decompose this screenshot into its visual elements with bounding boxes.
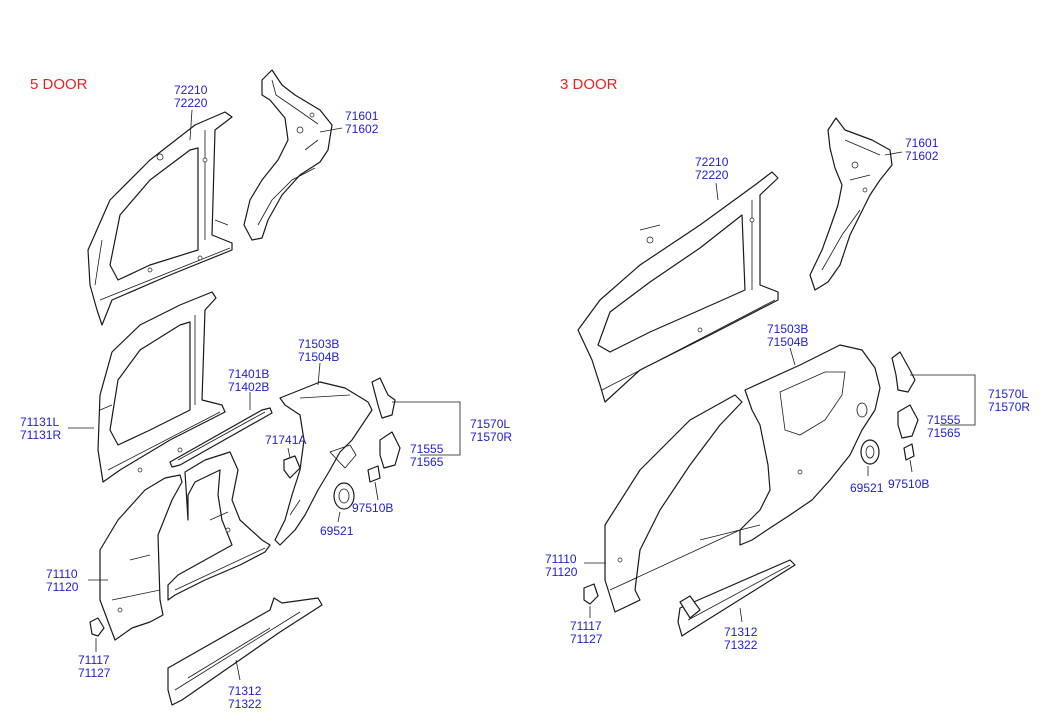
label-71555-5door: 71555: [410, 442, 444, 456]
label-71555-3door: 71555: [927, 413, 961, 427]
label-71601-3door: 71601: [905, 136, 939, 150]
side-inner-panel-5door: [97, 291, 226, 483]
fuel-filler-housing-5door: [333, 482, 355, 510]
label-71322-5door: 71322: [228, 697, 262, 711]
side-outer-panel-3door: [604, 344, 881, 613]
label-71110-5door: 71110: [46, 567, 78, 581]
label-71602-3door: 71602: [905, 149, 939, 163]
bracket-71570-3door: [891, 351, 916, 393]
clip-71741A-5door: [283, 455, 301, 479]
label-69521-3door: 69521: [850, 481, 884, 495]
leader-71601-3door: [884, 151, 903, 156]
sill-panel-71312-3door: [677, 559, 796, 637]
quarter-outer-panel-5door: [274, 381, 373, 546]
bracket-71570-5door: [371, 377, 396, 419]
label-69521-5door: 69521: [320, 524, 354, 538]
label-71570L-5door: 71570L: [470, 417, 510, 431]
label-71570L-3door: 71570L: [988, 387, 1028, 401]
side-outer-upper-panel-3door: [577, 171, 779, 403]
leader-71503B-3door: [789, 347, 796, 366]
label-71131L-5door: 71131L: [20, 415, 59, 429]
leader-71312-5door: [235, 659, 241, 681]
label-72210-5door: 72210: [174, 83, 208, 97]
label-71131R-5door: 71131R: [20, 428, 61, 442]
label-97510B-3door: 97510B: [888, 477, 929, 491]
leader-97510B-3door: [909, 459, 913, 473]
label-71312-3door: 71312: [724, 625, 758, 639]
leader-72210-3door: [715, 182, 719, 201]
sill-panel-71312-5door: [167, 597, 323, 706]
three-door-title: 3 DOOR: [560, 76, 618, 93]
label-72210-3door: 72210: [695, 155, 729, 169]
label-71120-5door: 71120: [46, 580, 79, 594]
label-71601-5door: 71601: [345, 109, 379, 123]
bracket-71555-5door: [379, 431, 401, 469]
leader-71503B-5door: [317, 362, 321, 386]
label-71504B-5door: 71504B: [298, 350, 339, 364]
label-71117-5door: 71117: [78, 653, 110, 667]
quarter-inner-panel-3door: [809, 117, 893, 291]
fuel-filler-housing-3door: [860, 439, 880, 465]
label-71322-3door: 71322: [724, 638, 758, 652]
label-71120-3door: 71120: [545, 565, 578, 579]
label-72220-5door: 72220: [174, 96, 208, 110]
label-71503B-5door: 71503B: [298, 337, 339, 351]
label-71570R-5door: 71570R: [470, 430, 512, 444]
side-outer-upper-panel-5door: [87, 111, 233, 326]
quarter-inner-panel-5door: [243, 69, 333, 241]
cap-97510B-3door: [903, 443, 915, 461]
label-71504B-3door: 71504B: [767, 335, 808, 349]
label-71127-5door: 71127: [78, 666, 111, 680]
leader-71312-3door: [739, 607, 743, 623]
side-outer-panel-5door: [99, 451, 271, 641]
leader-71570-3door: [910, 374, 976, 426]
five-door-title: 5 DOOR: [30, 76, 88, 93]
leader-97510B-5door: [374, 481, 379, 501]
label-71127-3door: 71127: [570, 632, 603, 646]
label-71565-3door: 71565: [927, 426, 961, 440]
label-71503B-3door: 71503B: [767, 322, 808, 336]
label-71741A-5door: 71741A: [265, 433, 306, 447]
label-71570R-3door: 71570R: [988, 400, 1030, 414]
leader-71570-5door: [392, 401, 461, 456]
label-71402B-5door: 71402B: [228, 380, 269, 394]
bracket-71555-3door: [897, 404, 919, 439]
leader-72210-5door: [189, 109, 193, 141]
cap-97510B-5door: [367, 465, 381, 483]
label-97510B-5door: 97510B: [352, 501, 393, 515]
clip-71117-5door: [89, 617, 105, 637]
label-71565-5door: 71565: [410, 455, 444, 469]
roof-rail-panel-5door: [169, 407, 273, 468]
label-71401B-5door: 71401B: [228, 367, 269, 381]
label-71602-5door: 71602: [345, 122, 379, 136]
leader-71601-5door: [319, 127, 343, 133]
label-71312-5door: 71312: [228, 684, 262, 698]
clip-71117-3door: [583, 583, 599, 605]
label-71117-3door: 71117: [570, 619, 602, 633]
leader-69521-5door: [337, 511, 341, 523]
leader-71741A-5door: [287, 447, 291, 459]
label-71110-3door: 71110: [545, 552, 577, 566]
label-72220-3door: 72220: [695, 168, 729, 182]
